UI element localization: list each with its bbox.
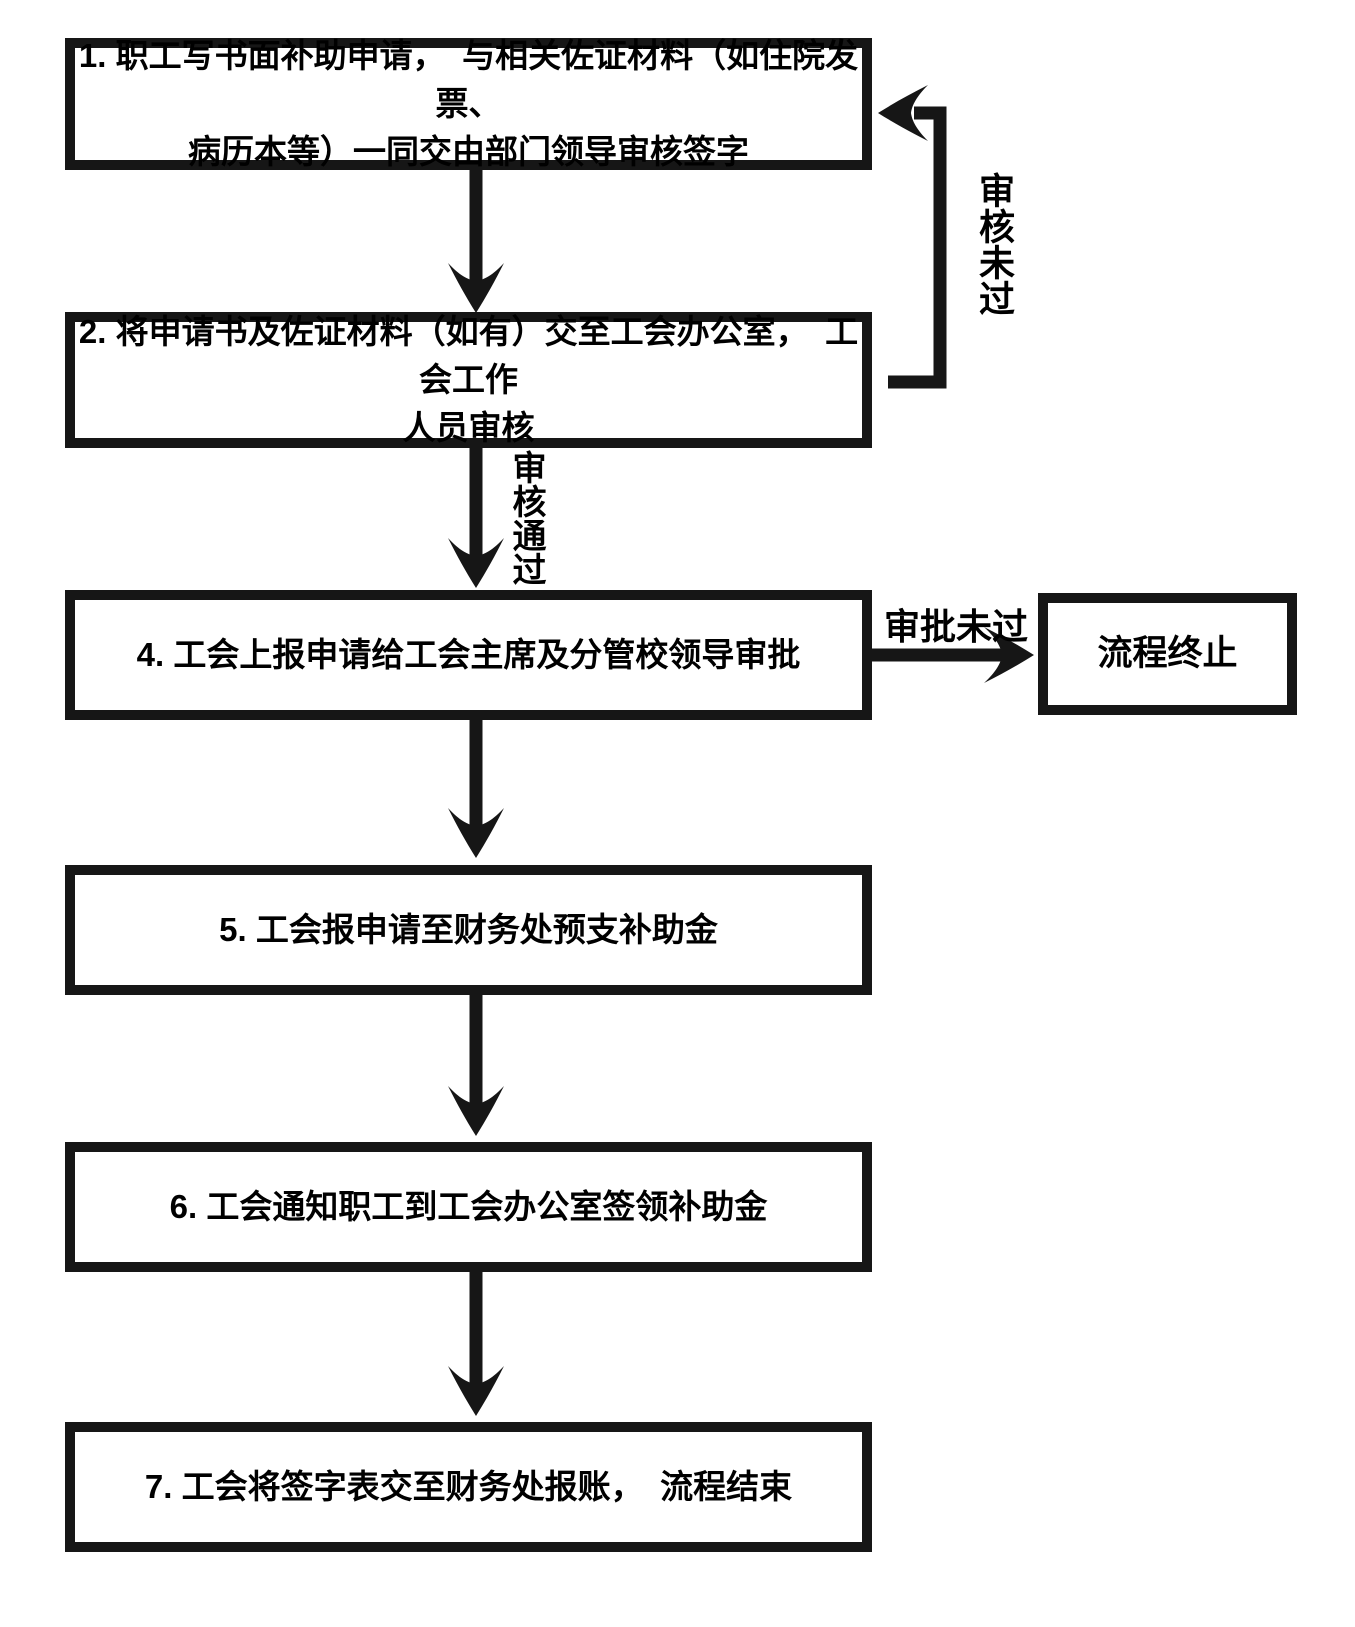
node-step7: 7. 工会将签字表交至财务处报账， 流程结束: [65, 1422, 872, 1552]
arrow-step2-to-step1-feedback-shaft: [888, 106, 947, 389]
node-step7-label: 7. 工会将签字表交至财务处报账， 流程结束: [144, 1468, 793, 1505]
node-step4: 4. 工会上报申请给工会主席及分管校领导审批: [65, 590, 872, 720]
node-step1: 1. 职工写书面补助申请， 与相关佐证材料（如住院发票、 病历本等）一同交由部门…: [65, 37, 872, 170]
arrowhead-step4-to-terminate: [984, 627, 1034, 683]
node-step2-label: 2. 将申请书及佐证材料（如有）交至工会办公室， 工会工作 人员审核: [78, 313, 859, 446]
arrowhead-step6-to-step7: [448, 1366, 504, 1416]
arrowhead-step5-to-step6: [448, 1086, 504, 1136]
arrowhead-step2-to-step1-feedback: [878, 85, 928, 141]
node-step6: 6. 工会通知职工到工会办公室签领补助金: [65, 1142, 872, 1272]
arrowhead-step2-to-step4: [448, 538, 504, 588]
node-terminate-label: 流程终止: [1097, 634, 1238, 673]
edge-label-review-failed: 审核未过: [974, 172, 1015, 316]
node-terminate: 流程终止: [1038, 593, 1297, 715]
node-step2: 2. 将申请书及佐证材料（如有）交至工会办公室， 工会工作 人员审核: [65, 312, 872, 448]
node-step1-label: 1. 职工写书面补助申请， 与相关佐证材料（如住院发票、 病历本等）一同交由部门…: [78, 37, 859, 170]
node-step5-label: 5. 工会报申请至财务处预支补助金: [219, 911, 718, 948]
node-step6-label: 6. 工会通知职工到工会办公室签领补助金: [169, 1188, 768, 1225]
arrowhead-step4-to-step5: [448, 808, 504, 858]
edge-label-review-passed: 审核通过: [507, 450, 545, 586]
arrowhead-step1-to-step2: [448, 263, 504, 313]
node-step5: 5. 工会报申请至财务处预支补助金: [65, 865, 872, 995]
edge-label-approval-failed: 审批未过: [884, 606, 1029, 647]
node-step4-label: 4. 工会上报申请给工会主席及分管校领导审批: [136, 636, 801, 673]
